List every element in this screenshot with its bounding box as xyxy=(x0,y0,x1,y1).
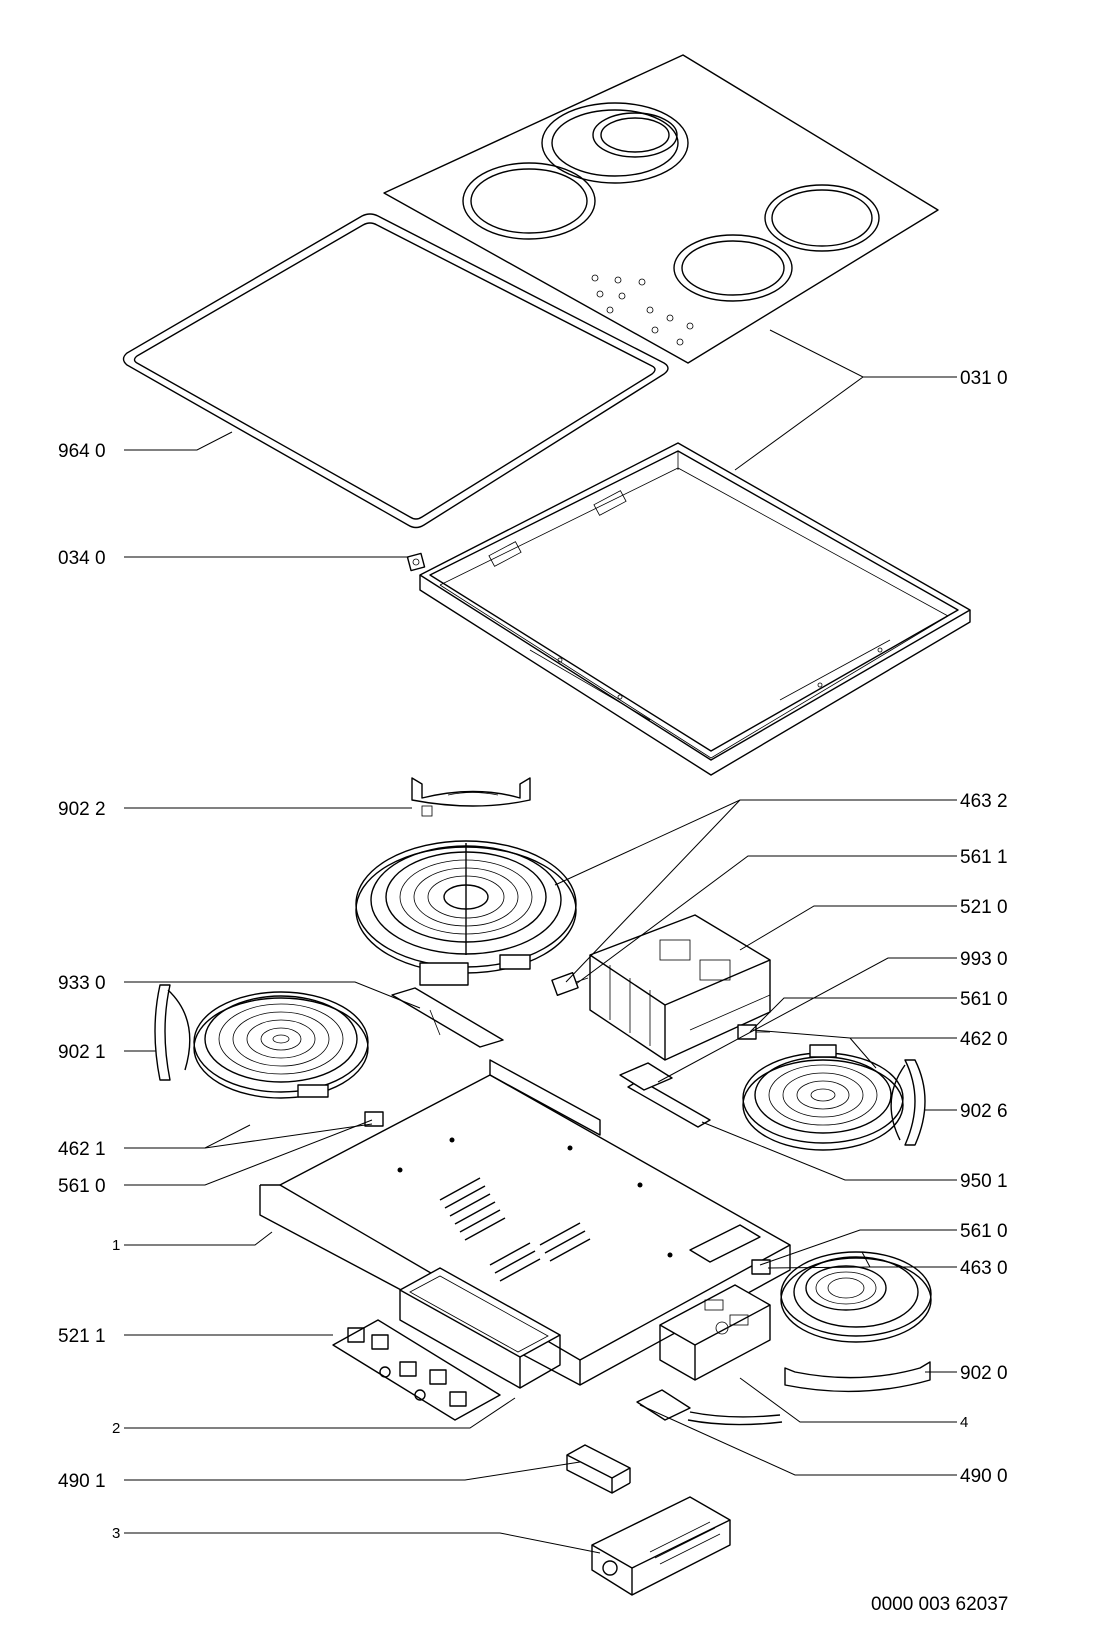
terminal-block-490-0 xyxy=(636,1389,783,1426)
large-radiant-heater xyxy=(355,840,577,986)
callout-labels: 031 0 964 0 034 0 902 2 463 2 561 1 521 … xyxy=(58,368,1008,1542)
switch-561-0-left xyxy=(364,1111,384,1127)
document-number: 0000 003 62037 xyxy=(871,1594,1008,1615)
callout-490-1: 490 1 xyxy=(58,1471,106,1492)
control-board xyxy=(332,1319,501,1421)
callout-561-0-b: 561 0 xyxy=(58,1176,106,1197)
callout-031-0: 031 0 xyxy=(960,368,1008,389)
left-radiant-heater xyxy=(193,991,369,1099)
callout-993-0: 993 0 xyxy=(960,949,1008,970)
callout-463-2: 463 2 xyxy=(960,791,1008,812)
callout-933-0: 933 0 xyxy=(58,973,106,994)
leader-lines xyxy=(124,329,957,1554)
bracket-933-0 xyxy=(391,987,504,1048)
callout-463-0: 463 0 xyxy=(960,1258,1008,1279)
callout-561-0-c: 561 0 xyxy=(960,1221,1008,1242)
terminal-box xyxy=(659,1284,771,1381)
bottom-cover xyxy=(591,1496,731,1596)
vent-slots xyxy=(439,1177,591,1282)
callout-902-6: 902 6 xyxy=(960,1101,1008,1122)
callout-950-1: 950 1 xyxy=(960,1171,1008,1192)
callout-521-0: 521 0 xyxy=(960,897,1008,918)
control-box-housing xyxy=(399,1267,561,1389)
seal-gasket xyxy=(122,213,669,529)
terminal-block-490-1 xyxy=(566,1444,631,1494)
callout-462-0: 462 0 xyxy=(960,1029,1008,1050)
callout-462-1: 462 1 xyxy=(58,1139,106,1160)
callout-561-1: 561 1 xyxy=(960,847,1008,868)
switch-561-0-upper-right xyxy=(737,1024,770,1040)
glass-ceramic-top xyxy=(383,54,939,364)
bracket-902-2 xyxy=(411,777,531,817)
clip-993-0 xyxy=(619,1062,673,1091)
callout-902-2: 902 2 xyxy=(58,799,106,820)
callout-1: 1 xyxy=(112,1237,120,1254)
hob-frame xyxy=(419,442,971,776)
callout-902-1: 902 1 xyxy=(58,1042,106,1063)
callout-561-0-a: 561 0 xyxy=(960,989,1008,1010)
callout-3: 3 xyxy=(112,1525,120,1542)
bracket-902-6 xyxy=(890,1059,926,1146)
callout-034-0: 034 0 xyxy=(58,548,106,569)
switch-561-1 xyxy=(551,972,589,996)
lower-right-radiant-heater xyxy=(780,1251,932,1343)
fixing-clip xyxy=(406,552,426,572)
callout-2: 2 xyxy=(112,1420,120,1437)
bracket-902-0 xyxy=(784,1361,931,1393)
callout-521-1: 521 1 xyxy=(58,1326,106,1347)
right-radiant-heater xyxy=(742,1044,904,1151)
callout-490-0: 490 0 xyxy=(960,1466,1008,1487)
callout-4: 4 xyxy=(960,1414,968,1431)
callout-964-0: 964 0 xyxy=(58,441,106,462)
control-module xyxy=(589,914,771,1061)
bracket-902-1 xyxy=(154,984,191,1081)
callout-902-0: 902 0 xyxy=(960,1363,1008,1384)
